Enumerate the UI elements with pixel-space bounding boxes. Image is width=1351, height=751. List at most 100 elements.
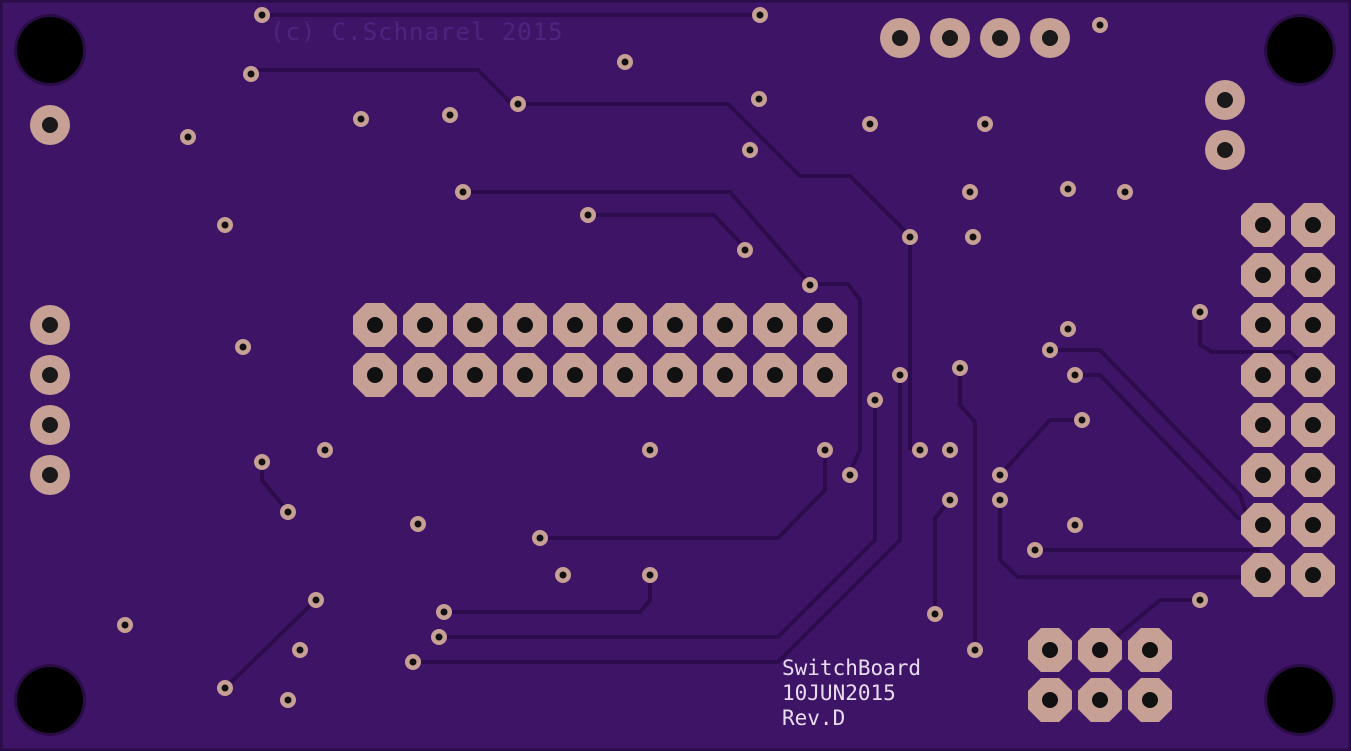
header-pad-drill xyxy=(617,317,633,333)
via-drill xyxy=(956,364,964,372)
via-drill xyxy=(981,120,989,128)
header-pad-drill xyxy=(1305,467,1321,483)
via-drill xyxy=(459,188,467,196)
mounting-hole xyxy=(17,667,83,733)
via-drill xyxy=(996,471,1004,479)
header-pad-drill xyxy=(617,367,633,383)
header-pad-drill xyxy=(1255,517,1271,533)
trace xyxy=(540,450,827,540)
trace xyxy=(1098,598,1200,652)
header-pad-drill xyxy=(1042,642,1058,658)
header-pad-drill xyxy=(467,367,483,383)
header-pad-drill xyxy=(1305,367,1321,383)
trace xyxy=(251,68,912,450)
header-pad-drill xyxy=(1042,692,1058,708)
header-pad-drill xyxy=(1305,567,1321,583)
header-pad-drill xyxy=(1255,267,1271,283)
mounting-hole xyxy=(1267,17,1333,83)
via-drill xyxy=(996,496,1004,504)
via-drill xyxy=(896,371,904,379)
mounting-hole xyxy=(1267,667,1333,733)
via-drill xyxy=(357,115,365,123)
via-drill xyxy=(296,646,304,654)
via-drill xyxy=(1046,346,1054,354)
via-drill xyxy=(121,621,129,629)
via-drill xyxy=(1064,325,1072,333)
header-pad-drill xyxy=(1255,367,1271,383)
header-pad-drill xyxy=(1255,567,1271,583)
board-date-label: 10JUN2015 xyxy=(782,681,896,705)
via-drill xyxy=(1196,308,1204,316)
via-drill xyxy=(414,520,422,528)
header-pad-drill xyxy=(1092,692,1108,708)
via-drill xyxy=(221,221,229,229)
via-drill xyxy=(621,58,629,66)
via-drill xyxy=(1071,521,1079,529)
via-drill xyxy=(871,396,879,404)
via-drill xyxy=(906,233,914,241)
via-drill xyxy=(1064,185,1072,193)
header-pad-drill xyxy=(1092,642,1108,658)
mounting-holes xyxy=(14,14,1336,736)
via-drill xyxy=(446,111,454,119)
header-pad-drill xyxy=(717,367,733,383)
header-pads xyxy=(353,203,1335,722)
vias xyxy=(117,7,1208,708)
header-pad-drill xyxy=(567,367,583,383)
via-drill xyxy=(536,534,544,542)
trace xyxy=(958,368,977,650)
via-drill xyxy=(409,658,417,666)
via-drill xyxy=(258,11,266,19)
header-pad-drill xyxy=(1305,317,1321,333)
trace xyxy=(998,418,1082,477)
via-drill xyxy=(646,571,654,579)
via-drill xyxy=(1096,21,1104,29)
header-pad-drill xyxy=(467,317,483,333)
header-pad-drill xyxy=(767,317,783,333)
header-pad-drill xyxy=(667,367,683,383)
via-drill xyxy=(931,610,939,618)
header-pad-drill xyxy=(1305,417,1321,433)
via-drill xyxy=(1121,188,1129,196)
trace xyxy=(223,598,318,690)
via-drill xyxy=(247,70,255,78)
header-pad-drill xyxy=(817,367,833,383)
trace xyxy=(439,400,877,639)
via-drill xyxy=(971,646,979,654)
via-drill xyxy=(321,446,329,454)
via-drill xyxy=(916,446,924,454)
via-drill xyxy=(284,508,292,516)
round-pad-drills xyxy=(42,30,1233,483)
header-pad-drill xyxy=(367,317,383,333)
via-drill xyxy=(755,95,763,103)
trace xyxy=(1050,348,1252,526)
header-pad-drill xyxy=(767,367,783,383)
via-drill xyxy=(946,446,954,454)
header-pad-drill xyxy=(1305,517,1321,533)
via-drill xyxy=(584,211,592,219)
via-drill xyxy=(946,496,954,504)
via-drill xyxy=(312,596,320,604)
header-pad-drill xyxy=(517,317,533,333)
header-pad-drill xyxy=(1142,642,1158,658)
header-pad-drill xyxy=(367,367,383,383)
via-drill xyxy=(1078,416,1086,424)
copyright-text: (c) C.Schnarel 2015 xyxy=(270,18,564,46)
via-drill xyxy=(1031,546,1039,554)
via-drill xyxy=(440,608,448,616)
board-name-label: SwitchBoard xyxy=(782,656,922,680)
header-pad-drill xyxy=(517,367,533,383)
via-drill xyxy=(756,11,764,19)
trace xyxy=(588,213,747,250)
via-drill xyxy=(866,120,874,128)
via-drill xyxy=(184,133,192,141)
trace xyxy=(1198,312,1314,374)
via-drill xyxy=(514,100,522,108)
via-drill xyxy=(741,246,749,254)
header-pad-drill xyxy=(417,367,433,383)
header-pad-drill xyxy=(1142,692,1158,708)
header-pad-drill xyxy=(1305,267,1321,283)
via-drill xyxy=(969,233,977,241)
